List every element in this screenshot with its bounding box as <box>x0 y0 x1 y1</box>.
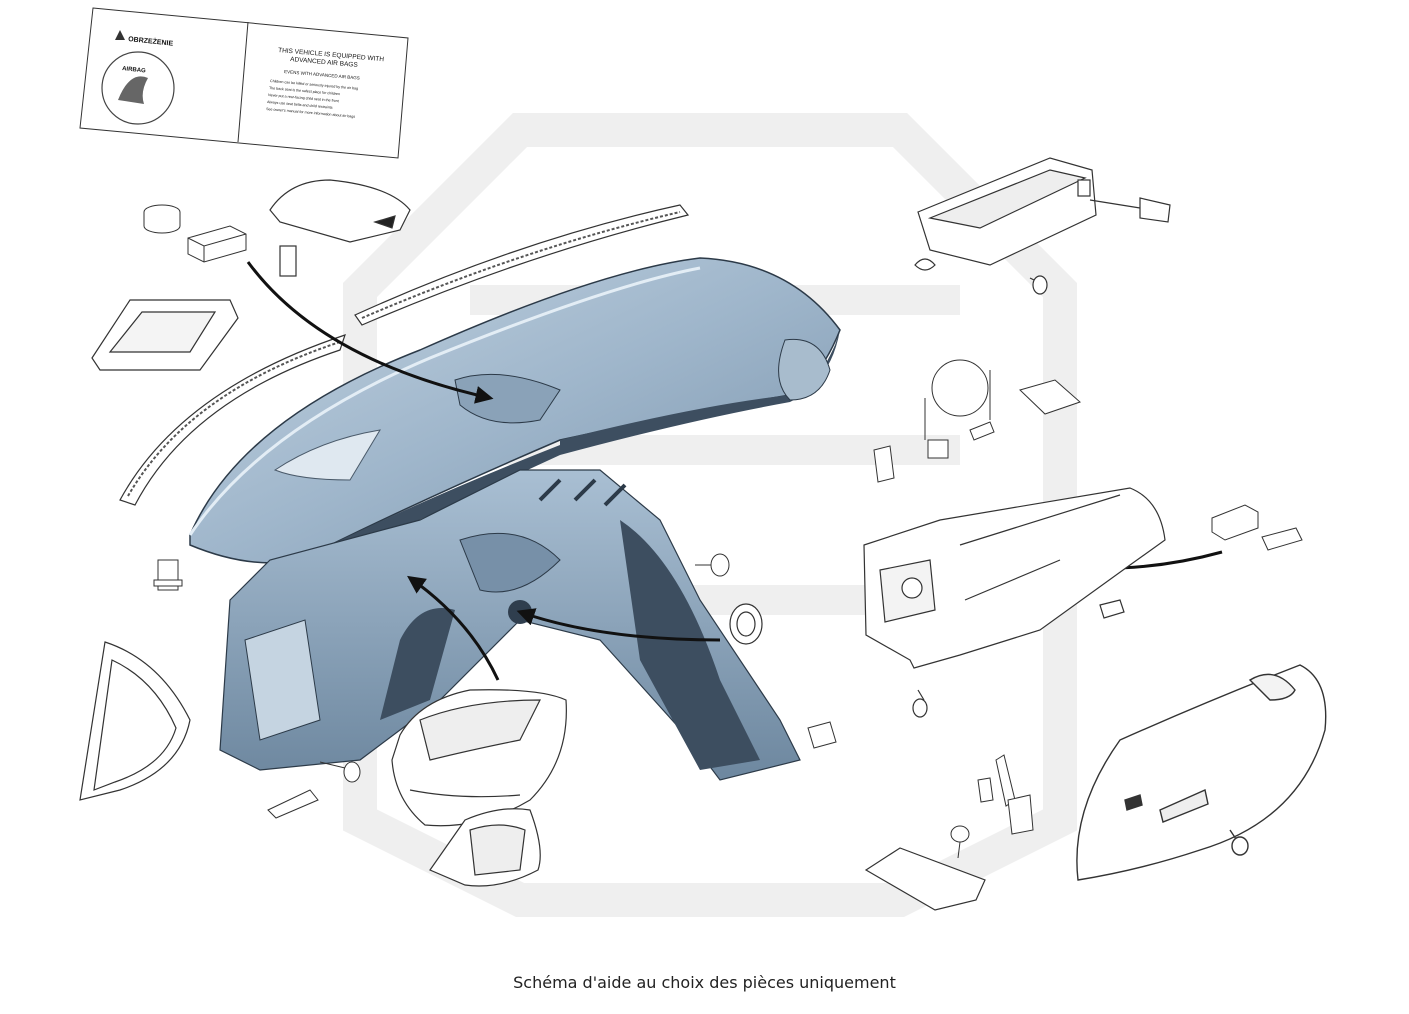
screw-center <box>695 553 730 577</box>
foam-pad-round <box>143 204 181 234</box>
defroster-strip-top <box>354 204 690 326</box>
warning-subtitle: EVENS WITH ADVANCED AIR BAGS <box>284 69 360 81</box>
clip-left <box>153 559 183 591</box>
bracket-small-left <box>267 789 319 819</box>
side-trim-panel-left <box>79 641 191 801</box>
passenger-airbag-module <box>914 157 1171 295</box>
vent-frame-left <box>91 299 239 371</box>
warning-bullet: Always use seat belts and child restrain… <box>267 100 333 110</box>
warning-bullet: Never put a rear-facing child seat in th… <box>268 93 339 103</box>
screw-left <box>319 761 361 783</box>
parts-diagram: OBRZEŻENIE AIRBAG THIS VEHICLE IS EQUIPP… <box>79 7 1327 917</box>
instrument-cluster <box>391 689 567 827</box>
cluster-surround <box>429 808 541 887</box>
diagram-caption: Schéma d'aide au choix des pièces unique… <box>513 973 896 992</box>
glovebox-door <box>1076 664 1327 881</box>
grommet-center <box>729 603 763 645</box>
warning-bullet: See owner's manual for more information … <box>266 107 356 119</box>
warning-bullet: The back seat is the safest place for ch… <box>269 86 340 96</box>
glovebox-housing <box>863 487 1166 718</box>
switch-parts-right <box>1211 504 1303 551</box>
airbag-warning-label: OBRZEŻENIE AIRBAG THIS VEHICLE IS EQUIPP… <box>79 7 409 159</box>
clip-center <box>807 721 837 749</box>
sensor-parts <box>873 359 1081 483</box>
dashboard-main <box>188 257 841 781</box>
warning-bullet: Children can be killed or seriously inju… <box>270 79 358 91</box>
glovebox-lower-trim <box>864 847 986 911</box>
warning-badge: AIRBAG <box>122 66 146 74</box>
speaker-grille-cover <box>269 179 411 277</box>
foam-pad-block <box>187 225 247 263</box>
glovebox-latch <box>950 754 1034 859</box>
